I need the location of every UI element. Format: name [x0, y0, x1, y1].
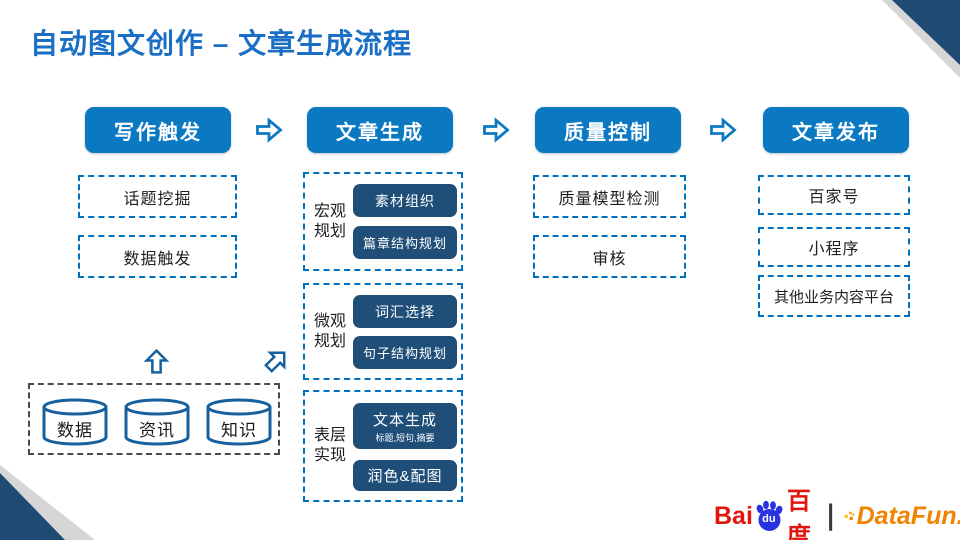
item-text-generation-label: 文本生成	[372, 411, 437, 429]
item-baijiahao: 百家号	[758, 175, 910, 215]
item-material-organization: 素材组织	[353, 184, 457, 217]
datafun-icon	[844, 511, 855, 520]
up-arrow-icon	[143, 348, 170, 374]
right-arrow-icon	[256, 117, 283, 143]
baidu-du-text: du	[762, 513, 776, 525]
item-review: 审核	[533, 235, 686, 278]
baidu-cn-text: 百度	[786, 488, 811, 540]
item-data-trigger: 数据触发	[78, 235, 237, 278]
item-vocabulary-selection: 词汇选择	[353, 295, 457, 328]
group-label-micro-planning: 微观规划	[314, 312, 347, 350]
item-mini-program: 小程序	[758, 227, 910, 267]
item-text-generation-sub: 标题,短句,摘要	[375, 432, 435, 443]
database-label: 数据	[57, 421, 93, 440]
footer-logos: Bai du 百度 | DataFun.	[714, 488, 960, 540]
baidu-logo-text: Bai	[714, 501, 753, 530]
corner-decoration-top-right	[882, 0, 960, 78]
right-arrow-icon	[710, 117, 737, 143]
group-label-macro-planning: 宏观规划	[314, 202, 347, 240]
page-title: 自动图文创作 – 文章生成流程	[30, 28, 413, 59]
stage-header-article-publish: 文章发布	[763, 107, 909, 153]
data-sources-box: 数据 资讯 知识	[28, 383, 280, 455]
logo-separator: |	[827, 499, 834, 532]
database-icon	[42, 398, 108, 446]
item-other-platforms: 其他业务内容平台	[758, 275, 910, 317]
database-icon	[124, 398, 190, 446]
database-label: 资讯	[139, 421, 175, 440]
up-right-arrow-icon	[264, 351, 286, 373]
item-text-generation: 文本生成 标题,短句,摘要	[353, 403, 457, 449]
database-cylinder-information: 资讯	[124, 398, 190, 446]
group-micro-planning: 微观规划 词汇选择 句子结构规划	[303, 283, 463, 380]
group-macro-planning: 宏观规划 素材组织 篇章结构规划	[303, 172, 463, 271]
stage-header-article-generation: 文章生成	[307, 107, 453, 153]
item-polish-illustration: 润色&配图	[353, 460, 457, 491]
item-sentence-structure-planning: 句子结构规划	[353, 336, 457, 369]
database-icon	[206, 398, 272, 446]
group-label-surface-realization: 表层实现	[314, 427, 347, 464]
right-arrow-icon	[483, 117, 510, 143]
corner-decoration-bottom-left	[0, 465, 95, 540]
stage-header-writing-trigger: 写作触发	[85, 107, 231, 153]
datafun-logo-text: DataFun.	[856, 501, 960, 530]
database-cylinder-knowledge: 知识	[206, 398, 272, 446]
database-cylinder-data: 数据	[42, 398, 108, 446]
item-topic-mining: 话题挖掘	[78, 175, 237, 218]
stage-header-quality-control: 质量控制	[535, 107, 681, 153]
item-chapter-structure-planning: 篇章结构规划	[353, 226, 457, 259]
item-quality-model-detection: 质量模型检测	[533, 175, 686, 218]
group-surface-realization: 表层实现 文本生成 标题,短句,摘要 润色&配图	[303, 390, 463, 502]
database-label: 知识	[221, 421, 257, 440]
baidu-paw-icon: du	[754, 500, 784, 532]
